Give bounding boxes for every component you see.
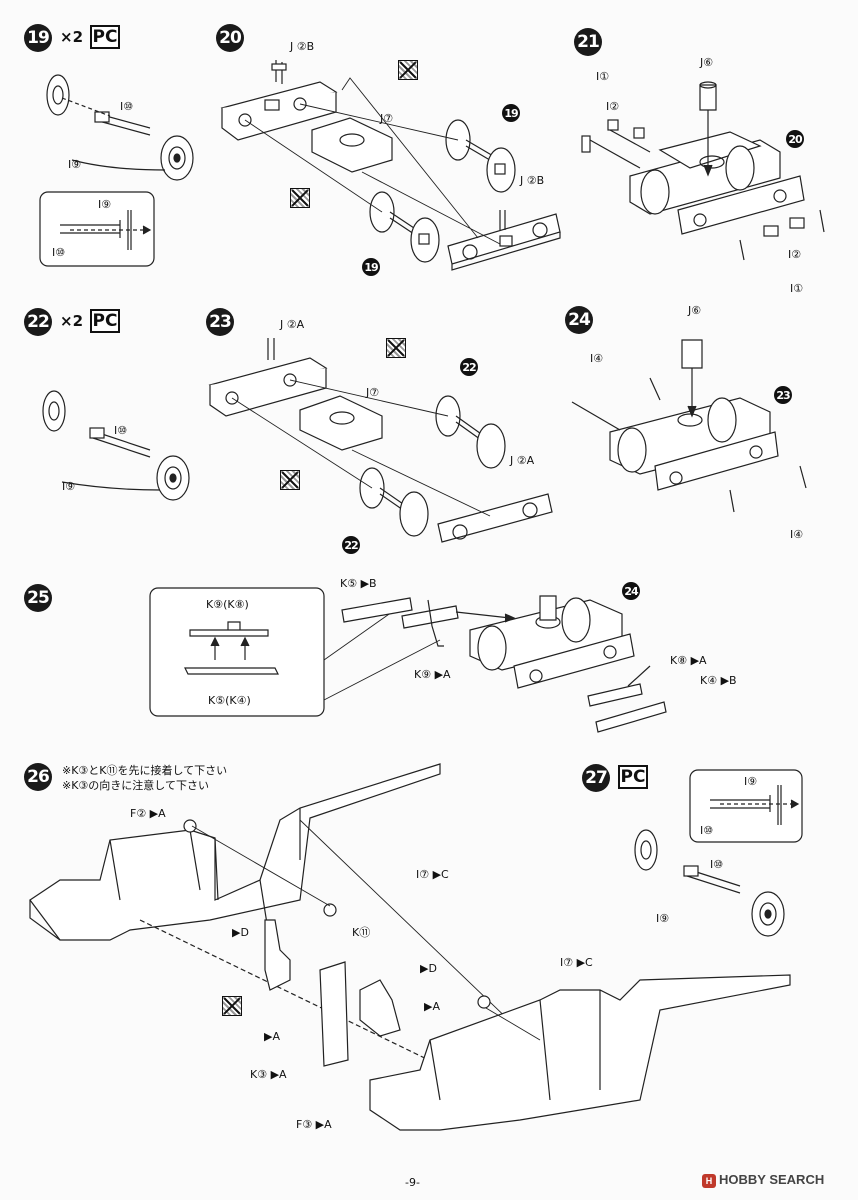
step-21-badge: 21 <box>574 28 602 56</box>
step-26-note-1: ※K③とK⑪を先に接着して下さい <box>62 764 228 777</box>
part-label-i4: I④ <box>590 352 604 365</box>
step-22-multiplier: ×2 <box>60 312 84 330</box>
part-label-k8-pa: K⑧ ▶A <box>670 654 707 667</box>
part-label-i9-detail: I⑨ <box>98 198 112 211</box>
part-label-i10: I⑩ <box>120 100 134 113</box>
no-cement-icon <box>398 60 418 80</box>
step-27-pc-badge: PC <box>618 765 648 789</box>
ref-20-badge: 20 <box>786 130 804 148</box>
part-label-i9: I⑨ <box>656 912 670 925</box>
detail-box-19 <box>39 191 155 267</box>
part-label-i1: I① <box>596 70 610 83</box>
part-label-i9: I⑨ <box>68 158 82 171</box>
part-label-pd-right: ▶D <box>420 962 437 975</box>
detail-box-27 <box>689 769 803 843</box>
part-label-i10: I⑩ <box>114 424 128 437</box>
watermark-text: HOBBY SEARCH <box>719 1172 825 1187</box>
step-24-badge: 24 <box>565 306 593 334</box>
part-label-j6: J⑥ <box>700 56 714 69</box>
step-19-pc-badge: PC <box>90 25 120 49</box>
step-19-badge: 19 <box>24 24 52 52</box>
no-cement-icon <box>386 338 406 358</box>
wheelset-27 <box>634 829 785 937</box>
part-label-j2a-bottom: J ②A <box>510 454 535 467</box>
part-label-i7-pc: I⑦ ▶C <box>416 868 449 881</box>
part-label-j2b-bottom: J ②B <box>520 174 545 187</box>
part-label-f2-pa: F② ▶A <box>130 807 166 820</box>
bogie-25 <box>341 595 667 733</box>
part-label-k9-pa: K⑨ ▶A <box>414 668 451 681</box>
part-label-pa-left: ▶A <box>264 1030 280 1043</box>
ref-23-badge: 23 <box>774 386 792 404</box>
step-22-badge: 22 <box>24 308 52 336</box>
part-label-i2-right: I② <box>788 248 802 261</box>
hobby-search-logo-icon: H <box>702 1173 716 1188</box>
part-label-k3-pa: K③ ▶A <box>250 1068 287 1081</box>
no-cement-icon <box>222 996 242 1016</box>
frame-26 <box>29 763 791 1131</box>
bogie-20 <box>220 60 561 271</box>
part-label-j2a-top: J ②A <box>280 318 305 331</box>
step-25-badge: 25 <box>24 584 52 612</box>
step-20-badge: 20 <box>216 24 244 52</box>
no-cement-icon <box>290 188 310 208</box>
bogie-21 <box>581 81 825 261</box>
part-label-pd-left: ▶D <box>232 926 249 939</box>
part-label-j7: J⑦ <box>380 112 394 125</box>
part-label-j6: J⑥ <box>688 304 702 317</box>
bogie-23 <box>208 338 553 543</box>
page-number: -9- <box>405 1176 420 1189</box>
ref-19-badge: 19 <box>362 258 380 276</box>
ref-22-badge: 22 <box>460 358 478 376</box>
part-label-pa-right: ▶A <box>424 1000 440 1013</box>
part-label-i4-right: I④ <box>790 528 804 541</box>
part-label-j2b-top: J ②B <box>290 40 315 53</box>
no-cement-icon <box>280 470 300 490</box>
wheelset-19 <box>46 74 194 181</box>
step-22-pc-badge: PC <box>90 309 120 333</box>
detail-box-25 <box>149 587 325 717</box>
part-label-i10: I⑩ <box>710 858 724 871</box>
step-23-badge: 23 <box>206 308 234 336</box>
step-19-multiplier: ×2 <box>60 28 84 46</box>
part-label-k9-k8: K⑨(K⑧) <box>206 598 249 611</box>
wheelset-22 <box>42 390 190 501</box>
part-label-i9-detail: I⑨ <box>744 775 758 788</box>
ref-19-badge: 19 <box>502 104 520 122</box>
part-label-i10-detail: I⑩ <box>52 246 66 259</box>
part-label-i9: I⑨ <box>62 480 76 493</box>
part-label-i7-pc-lower: I⑦ ▶C <box>560 956 593 969</box>
bogie-24 <box>571 339 807 513</box>
part-label-j7: J⑦ <box>366 386 380 399</box>
part-label-i2: I② <box>606 100 620 113</box>
ref-22-badge: 22 <box>342 536 360 554</box>
step-26-badge: 26 <box>24 763 52 791</box>
step-27-badge: 27 <box>582 764 610 792</box>
part-label-k5-k4: K⑤(K④) <box>208 694 251 707</box>
ref-24-badge: 24 <box>622 582 640 600</box>
part-label-f3-pa: F③ ▶A <box>296 1118 332 1131</box>
part-label-k11: K⑪ <box>352 926 371 939</box>
part-label-i10-detail: I⑩ <box>700 824 714 837</box>
part-label-i1-right: I① <box>790 282 804 295</box>
step-26-note-2: ※K③の向きに注意して下さい <box>62 779 209 792</box>
part-label-k4-pb: K④ ▶B <box>700 674 737 687</box>
part-label-k5-pb: K⑤ ▶B <box>340 577 377 590</box>
